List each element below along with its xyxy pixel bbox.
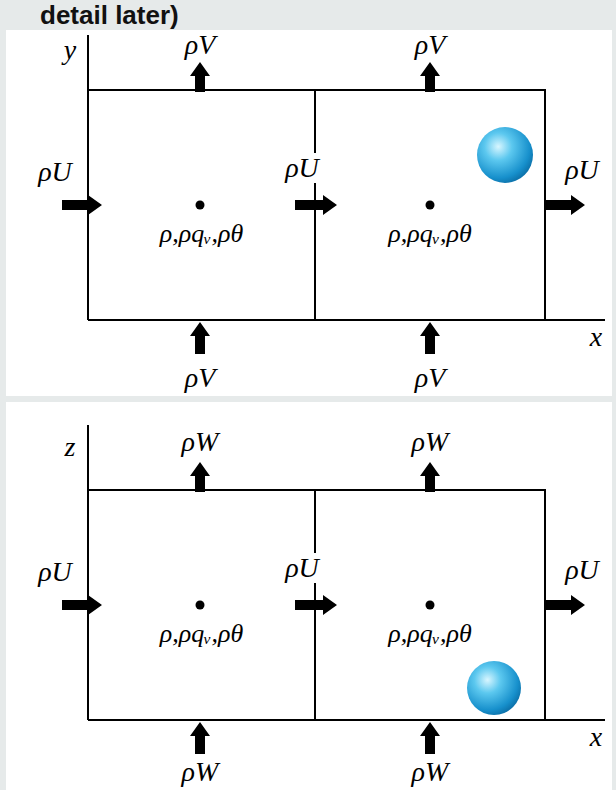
flux-label: ρW bbox=[180, 757, 221, 787]
flux-arrow bbox=[420, 322, 440, 354]
panel-ground bbox=[6, 402, 612, 790]
axis-line bbox=[87, 35, 89, 320]
flux-label: ρW bbox=[410, 427, 451, 457]
cell-center-dot bbox=[426, 201, 435, 210]
cell-center-dot bbox=[426, 601, 435, 610]
flux-arrow bbox=[295, 195, 337, 215]
flux-arrow bbox=[62, 595, 102, 615]
flux-label: ρU bbox=[283, 553, 321, 583]
axis-label: z bbox=[63, 432, 78, 462]
axis-label: y bbox=[62, 35, 78, 65]
droplet-sphere bbox=[477, 127, 533, 183]
flux-label: ρV bbox=[413, 30, 448, 60]
axis-line bbox=[87, 425, 89, 720]
cell-center-dot bbox=[196, 201, 205, 210]
flux-arrow bbox=[190, 462, 210, 492]
state-variables: ρ,ρqᵥ,ρθ bbox=[160, 619, 243, 649]
flux-label: ρW bbox=[410, 757, 451, 787]
flux-label: ρV bbox=[183, 363, 218, 393]
axis-line bbox=[88, 319, 605, 321]
flux-arrow bbox=[420, 62, 440, 92]
flux-label: ρV bbox=[413, 363, 448, 393]
droplet-sphere bbox=[467, 661, 521, 715]
axis-label: x bbox=[588, 322, 604, 352]
grid-cell: ρ,ρqᵥ,ρθ bbox=[88, 490, 315, 720]
state-variables: ρ,ρqᵥ,ρθ bbox=[388, 619, 471, 649]
flux-arrow bbox=[190, 62, 210, 92]
state-variables: ρ,ρqᵥ,ρθ bbox=[160, 219, 243, 249]
grid-cell: ρ,ρqᵥ,ρθ bbox=[315, 90, 545, 320]
axis-label: x bbox=[588, 722, 604, 752]
state-variables: ρ,ρqᵥ,ρθ bbox=[388, 219, 471, 249]
flux-arrow bbox=[545, 595, 585, 615]
panel-ground bbox=[6, 30, 612, 396]
flux-arrow bbox=[62, 195, 102, 215]
grid-cell: ρ,ρqᵥ,ρθ bbox=[88, 90, 315, 320]
axis-line bbox=[88, 719, 605, 721]
flux-label: ρU bbox=[563, 555, 601, 585]
flux-arrow bbox=[420, 722, 440, 754]
flux-arrow bbox=[420, 462, 440, 492]
flux-label: ρU bbox=[36, 157, 74, 187]
grid-cell: ρ,ρqᵥ,ρθ bbox=[315, 490, 545, 720]
cell-outline bbox=[88, 90, 545, 320]
heading-fragment: detail later) bbox=[40, 0, 179, 30]
flux-label: ρU bbox=[283, 153, 321, 183]
flux-label: ρU bbox=[36, 557, 74, 587]
flux-label: ρV bbox=[183, 30, 218, 60]
flux-arrow bbox=[190, 322, 210, 354]
flux-arrow bbox=[295, 595, 337, 615]
cell-center-dot bbox=[196, 601, 205, 610]
cell-outline bbox=[88, 490, 545, 720]
flux-arrow bbox=[190, 722, 210, 754]
flux-arrow bbox=[545, 195, 585, 215]
flux-label: ρU bbox=[563, 155, 601, 185]
flux-label: ρW bbox=[180, 427, 221, 457]
